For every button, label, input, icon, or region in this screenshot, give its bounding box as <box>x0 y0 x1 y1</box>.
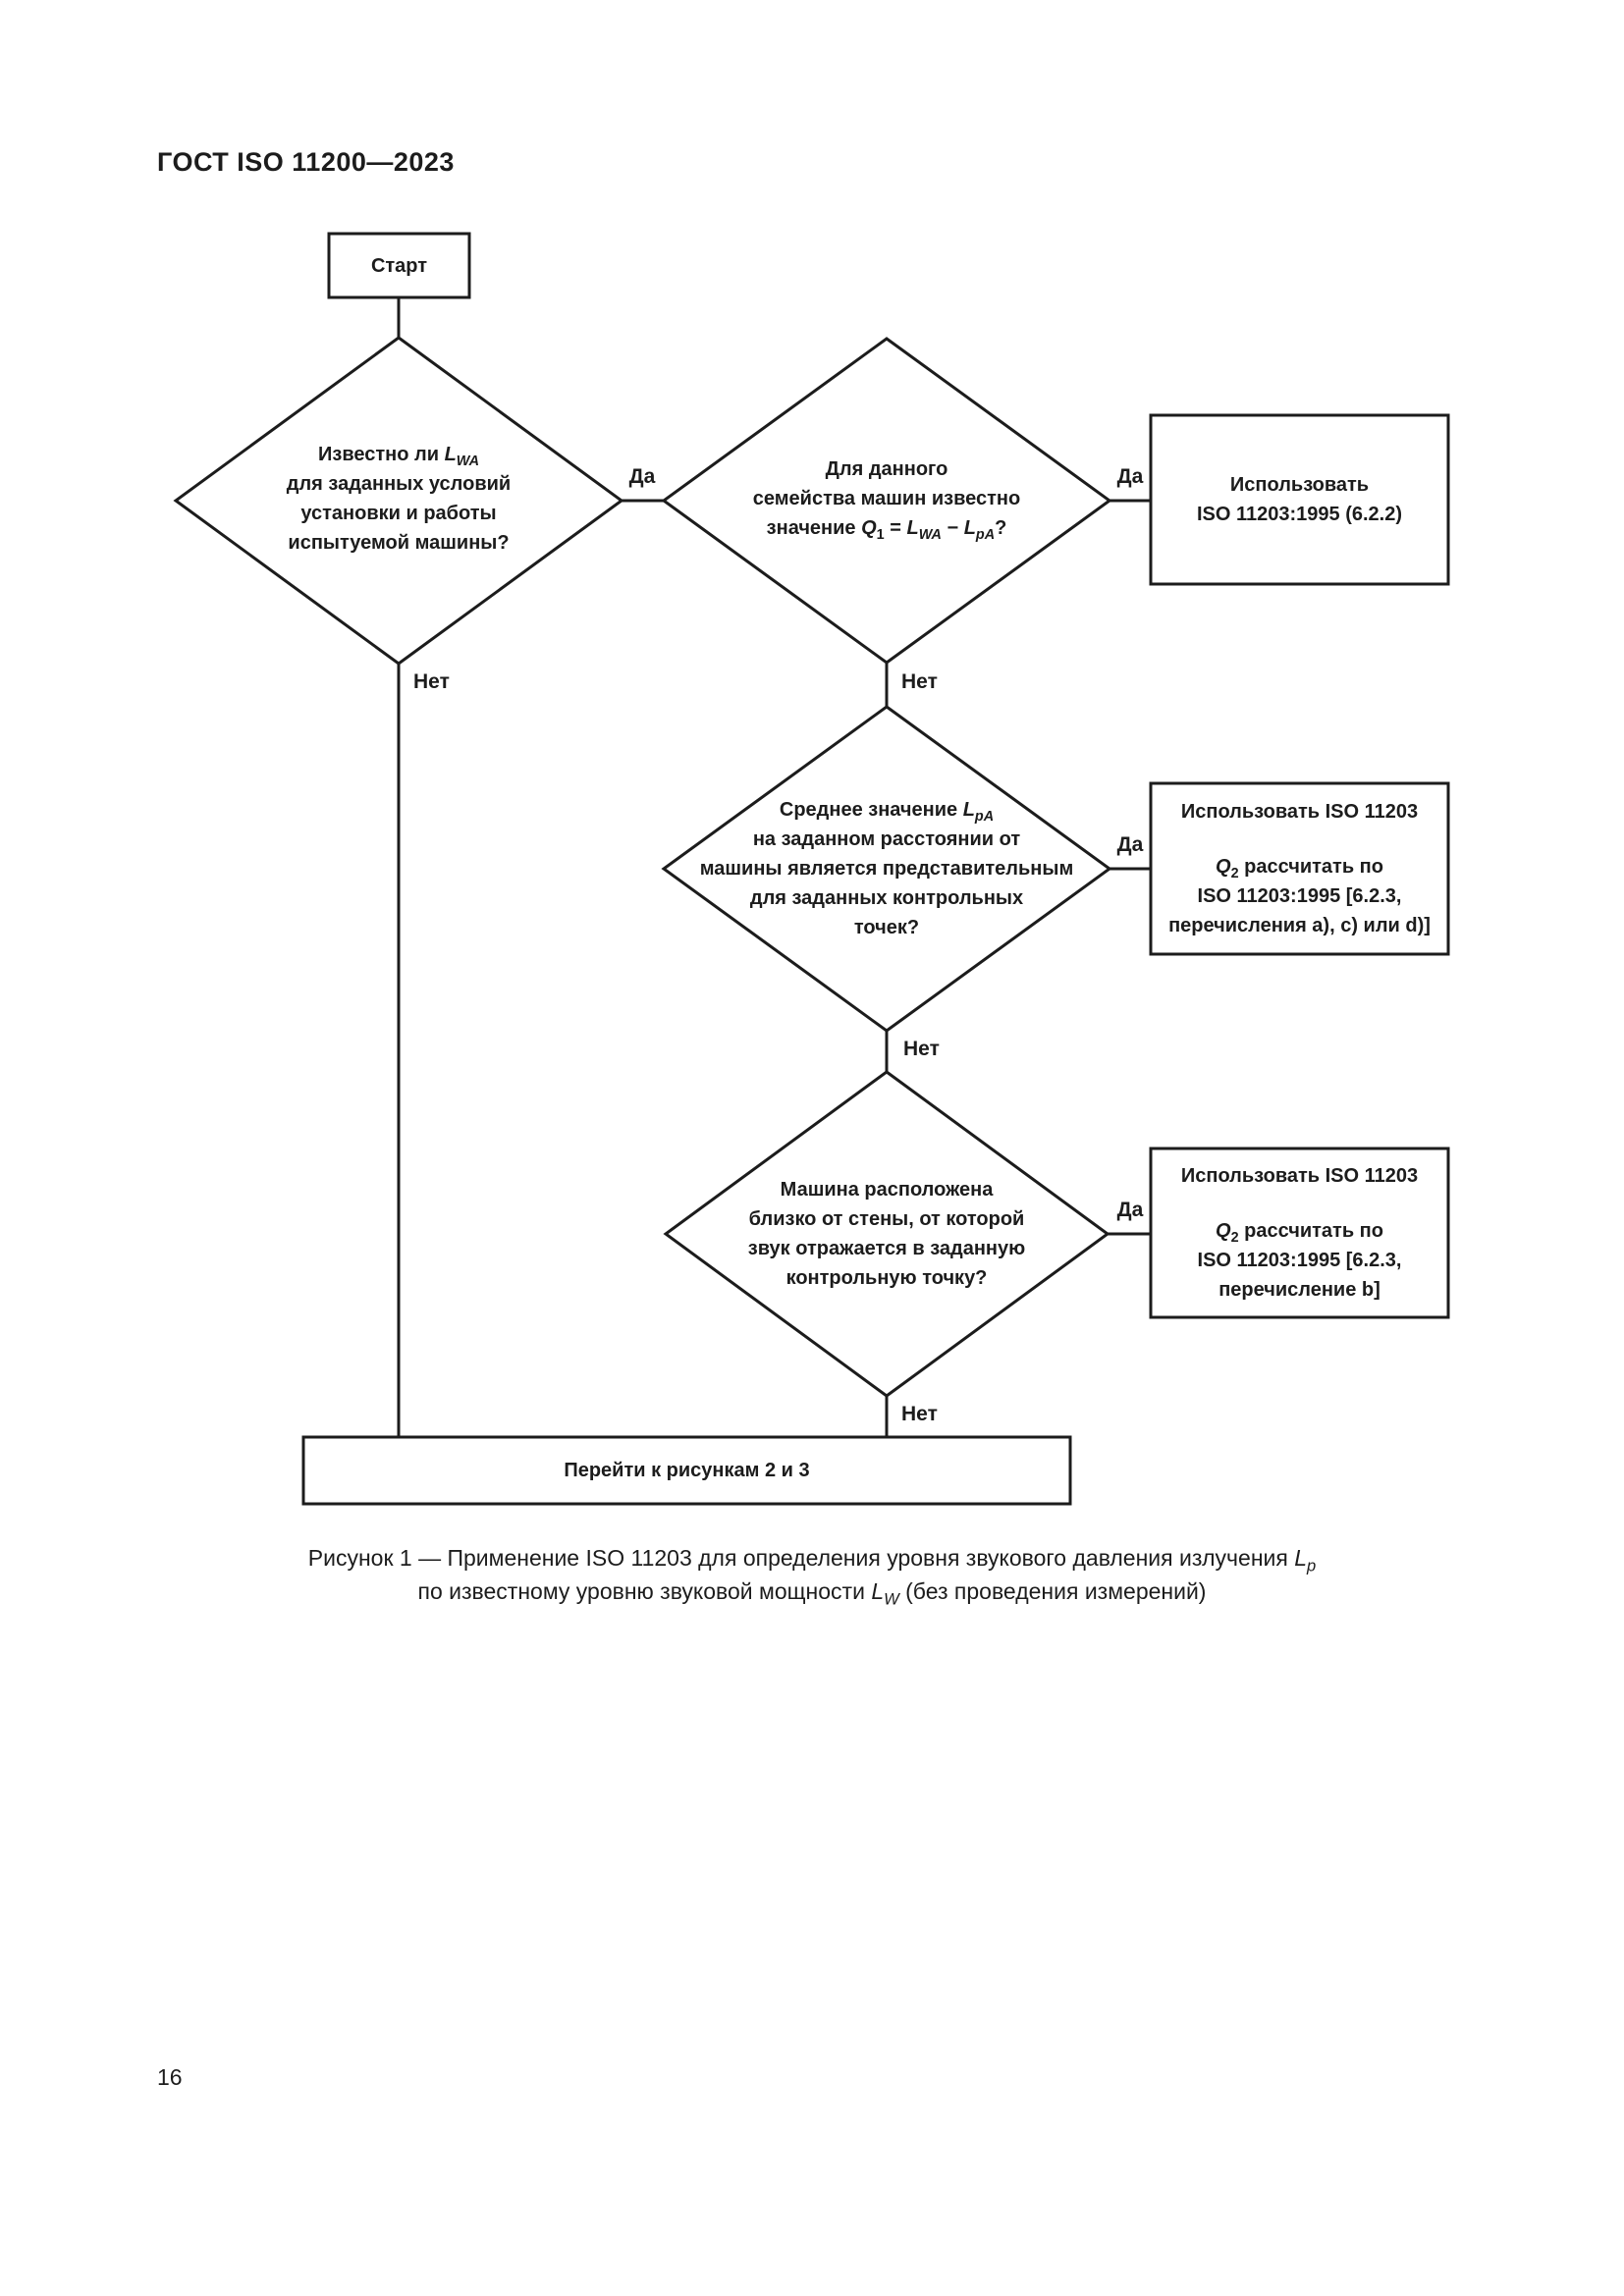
decision1-line1: Известно ли LWA <box>318 444 479 469</box>
result2-line2: Q2 рассчитать по <box>1216 856 1383 881</box>
decision3-line5: точек? <box>853 917 920 938</box>
decision4-line1: Машина расположена <box>780 1179 994 1201</box>
figure-caption-line2: по известному уровню звуковой мощности L… <box>417 1578 1207 1609</box>
decision4-line4: контрольную точку? <box>785 1267 988 1289</box>
decision2-line2: семейства машин известно <box>752 488 1021 509</box>
label-no-d2: Нет <box>901 670 938 693</box>
terminal-go-to-figures: Перейти к рисункам 2 и 3 <box>303 1437 1070 1504</box>
result3-line1: Использовать ISO 11203 <box>1180 1165 1419 1187</box>
label-no-d3: Нет <box>903 1038 940 1060</box>
terminal-label: Перейти к рисункам 2 и 3 <box>564 1460 810 1481</box>
start-node: Старт <box>329 234 469 297</box>
label-yes-d3: Да <box>1116 833 1144 856</box>
label-yes-d4: Да <box>1116 1199 1144 1221</box>
decision3-line3: машины является представительным <box>699 858 1074 880</box>
result3-shape <box>1149 1147 1450 1319</box>
result2-shape <box>1149 781 1450 956</box>
result3-line3: ISO 11203:1995 [6.2.3, <box>1197 1250 1402 1271</box>
result1-shape <box>1149 413 1450 586</box>
decision-machine-wall: Машина расположена близко от стены, от к… <box>666 1175 1108 1293</box>
decision2-shape <box>661 337 1112 665</box>
result3-line2: Q2 рассчитать по <box>1216 1220 1383 1246</box>
label-yes-d1: Да <box>628 465 656 488</box>
decision4-line3: звук отражается в заданную <box>747 1238 1026 1259</box>
result1-line1: Использовать <box>1229 474 1370 496</box>
decision-family-q1: Для данного семейства машин известно зна… <box>666 454 1108 543</box>
decision4-shape <box>663 1070 1110 1398</box>
decision3-shape <box>661 705 1112 1033</box>
result-iso-11203-622: Использовать ISO 11203:1995 (6.2.2) <box>1151 415 1448 584</box>
result2-line1: Использовать ISO 11203 <box>1180 801 1419 823</box>
label-no-d4: Нет <box>901 1403 938 1425</box>
decision4-line2: близко от стены, от которой <box>748 1208 1025 1230</box>
result1-line2: ISO 11203:1995 (6.2.2) <box>1196 504 1403 525</box>
label-yes-d2: Да <box>1116 465 1144 488</box>
decision-known-lwa: Известно ли LWA для заданных условий уст… <box>178 440 620 558</box>
terminal-shape <box>301 1435 1072 1506</box>
figure-caption: Рисунок 1 — Применение ISO 11203 для опр… <box>0 1541 1624 1608</box>
page-number: 16 <box>157 2064 183 2090</box>
decision1-line2: для заданных условий <box>286 473 512 495</box>
decision3-line2: на заданном расстоянии от <box>752 828 1021 850</box>
decision1-line4: испытуемой машины? <box>288 532 510 554</box>
result3-line4: перечисление b] <box>1218 1279 1380 1301</box>
start-node-shape <box>327 232 471 299</box>
decision1-shape <box>173 336 624 666</box>
decision2-line3: значение Q1 = LWA − LpA? <box>766 517 1007 543</box>
start-label: Старт <box>370 254 428 277</box>
page-header: ГОСТ ISO 11200—2023 <box>157 147 455 177</box>
decision-mean-lpa: Среднее значение LpA на заданном расстоя… <box>666 795 1108 942</box>
result2-line4: перечисления a), c) или d)] <box>1168 915 1431 936</box>
decision1-line3: установки и работы <box>300 503 497 524</box>
decision2-line1: Для данного <box>825 458 948 480</box>
result-q2-items-acd: Использовать ISO 11203 Q2 рассчитать по … <box>1151 783 1448 954</box>
figure-caption-line1: Рисунок 1 — Применение ISO 11203 для опр… <box>307 1545 1317 1575</box>
result2-line3: ISO 11203:1995 [6.2.3, <box>1197 885 1402 907</box>
decision3-line4: для заданных контрольных <box>749 887 1024 909</box>
label-no-d1: Нет <box>413 670 450 693</box>
result-q2-item-b: Использовать ISO 11203 Q2 рассчитать по … <box>1151 1148 1448 1317</box>
flowchart-canvas <box>173 232 1450 1506</box>
decision3-line1: Среднее значение LpA <box>779 799 995 825</box>
